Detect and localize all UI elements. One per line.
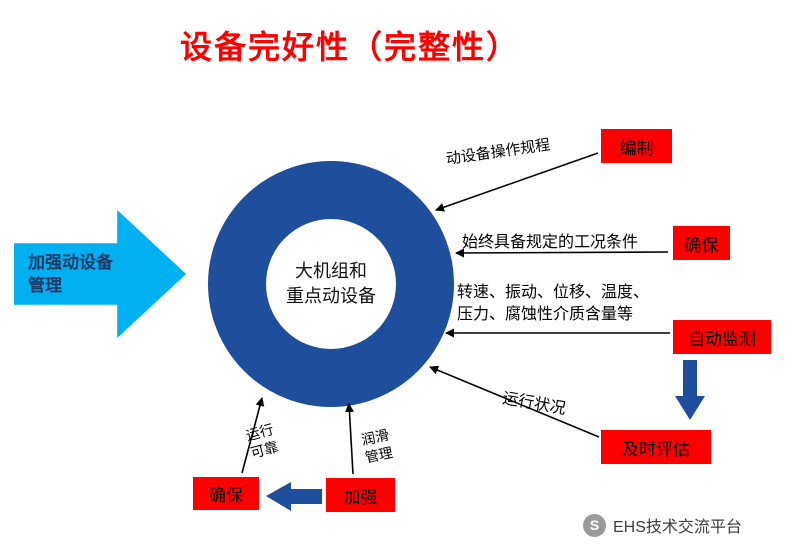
label-working-conditions: 始终具备规定的工况条件 (462, 234, 639, 251)
watermark: S EHS技术交流平台 (583, 513, 742, 537)
label-parameters: 转速、振动、位移、温度、 压力、腐蚀性介质含量等 (457, 282, 649, 326)
arrow-lubrication (344, 403, 354, 475)
box-ensure-bottom: 确保 (193, 477, 259, 510)
label-reliable: 运行 可靠 (244, 420, 280, 462)
left-arrow-line1: 加强动设备 (28, 253, 113, 272)
label-operating-procedures: 动设备操作规程 (444, 136, 552, 168)
label-lubrication: 润滑 管理 (360, 425, 395, 466)
left-block-arrow-label: 加强动设备 管理 (28, 251, 113, 297)
label-running-status: 运行状况 (501, 390, 568, 418)
donut-center-line1: 大机组和 (295, 261, 367, 281)
arrow-working-conditions (455, 248, 669, 258)
label-parameters-line2: 压力、腐蚀性介质含量等 (457, 306, 634, 323)
donut-center-line2: 重点动设备 (286, 286, 376, 306)
box-ensure-right: 确保 (673, 226, 730, 260)
box-timely-evaluate: 及时评估 (601, 430, 711, 464)
box-auto-monitor: 自动监测 (673, 320, 771, 354)
box-strengthen: 加强 (326, 478, 395, 512)
left-arrow-line2: 管理 (28, 276, 62, 295)
page-title: 设备完好性（完整性） (179, 29, 520, 65)
thick-down-arrow (675, 360, 705, 420)
donut-center-label: 大机组和 重点动设备 (208, 161, 454, 407)
ehs-logo-icon: S (583, 513, 606, 537)
watermark-text: EHS技术交流平台 (613, 519, 742, 536)
box-compile: 编制 (601, 129, 672, 163)
thick-left-arrow (266, 482, 322, 511)
label-parameters-line1: 转速、振动、位移、温度、 (457, 284, 650, 301)
